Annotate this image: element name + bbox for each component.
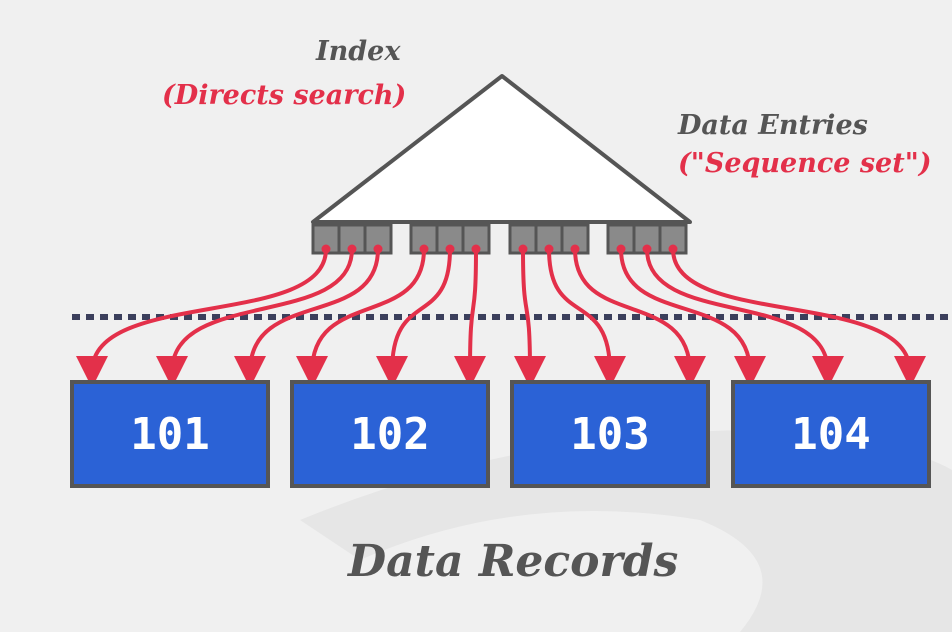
pointer-arrow [619,248,766,388]
pointer-arrow [454,248,487,388]
pointer-arrow [234,248,380,388]
data-records-label: Data Records [348,536,679,587]
data-entry-groups [311,223,688,255]
pointer-arrow [156,248,354,388]
pointer-arrow [573,248,706,388]
index-label: Index [316,36,401,67]
page-box-103: 103 [510,380,710,488]
page-box-104: 104 [731,380,931,488]
pointer-arrow [645,248,844,388]
page-box-101: 101 [70,380,270,488]
pointer-arrow [76,248,328,388]
pointer-arrows [76,244,926,388]
page-box-102: 102 [290,380,490,488]
pointer-arrow [671,248,926,388]
pointer-arrow [513,248,546,388]
pointer-arrow [296,248,426,388]
pointer-arrow [376,248,452,388]
index-tree [311,74,692,224]
data-entries-sublabel: ("Sequence set") [678,148,932,179]
index-sublabel: (Directs search) [162,80,407,111]
data-entry-group [508,223,590,255]
data-entries-label: Data Entries [678,110,868,141]
pointer-arrow [547,248,626,388]
